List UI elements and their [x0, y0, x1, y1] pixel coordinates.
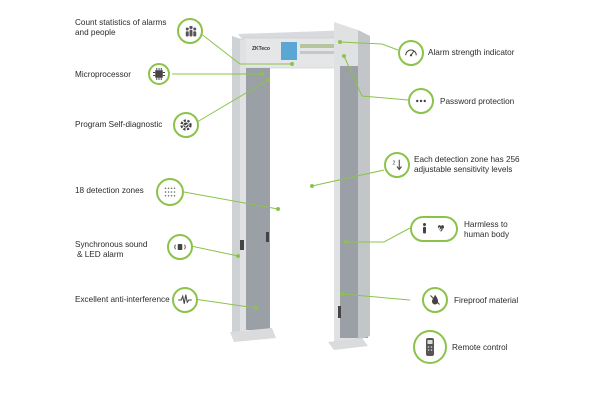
connector-strength — [339, 41, 399, 51]
left-connector-dots — [236, 62, 294, 310]
chip-icon — [148, 63, 170, 85]
gear-check-icon — [173, 112, 199, 138]
left-pillar-edge — [240, 40, 246, 332]
display-screen — [281, 42, 297, 60]
label-fireproof: Fireproof material — [454, 296, 519, 305]
connector-alarm — [190, 245, 239, 257]
right-foot — [328, 338, 368, 350]
right-sensor — [338, 306, 341, 318]
label-detection-zones: 18 detection zones — [75, 186, 144, 195]
label-self-diagnostic: Program Self-diagnostic — [75, 120, 163, 129]
sensitivity-arrows-icon: 2 — [384, 152, 410, 178]
no-fire-icon — [422, 287, 448, 313]
strength-meter-icon — [398, 40, 424, 66]
right-connector-dots — [310, 40, 348, 296]
connector-count — [199, 32, 292, 65]
connector-fireproof — [341, 293, 411, 301]
connector-self-diagnostic — [196, 79, 269, 123]
right-pillar-side — [358, 30, 370, 340]
left-foot — [230, 328, 276, 342]
brand-logo: ZKTeco — [252, 46, 270, 52]
speaker-icon — [167, 234, 193, 260]
left-sensor-2 — [266, 232, 269, 242]
connector-password — [343, 55, 409, 101]
human-heart-icon — [410, 216, 458, 242]
label-password-protection: Password protection — [440, 97, 515, 106]
label-microprocessor: Microprocessor — [75, 70, 131, 79]
label-alarm-strength: Alarm strength indicator — [428, 48, 515, 57]
connector-zones — [183, 191, 279, 210]
label-remote-control: Remote control — [452, 343, 508, 352]
label-sound-led-alarm: Synchronous sound& LED alarm — [75, 240, 148, 259]
right-connectors — [311, 41, 411, 301]
grid-dots-icon — [156, 178, 184, 206]
left-connectors — [172, 32, 292, 309]
svg-text:2: 2 — [393, 160, 396, 166]
indicator-strip — [300, 44, 338, 48]
password-dots-icon — [408, 88, 434, 114]
people-count-icon — [177, 18, 203, 44]
label-anti-interference: Excellent anti-interference — [75, 295, 170, 304]
keypad-strip — [300, 51, 338, 54]
connector-interference — [193, 298, 257, 309]
waveform-icon — [172, 287, 198, 313]
connector-sensitivity — [311, 169, 385, 187]
connector-harmless — [346, 227, 411, 243]
remote-icon — [413, 330, 447, 364]
left-sensor — [240, 240, 244, 250]
left-pillar-panel — [244, 68, 270, 330]
walk-through-gate: ZKTeco — [230, 22, 370, 350]
